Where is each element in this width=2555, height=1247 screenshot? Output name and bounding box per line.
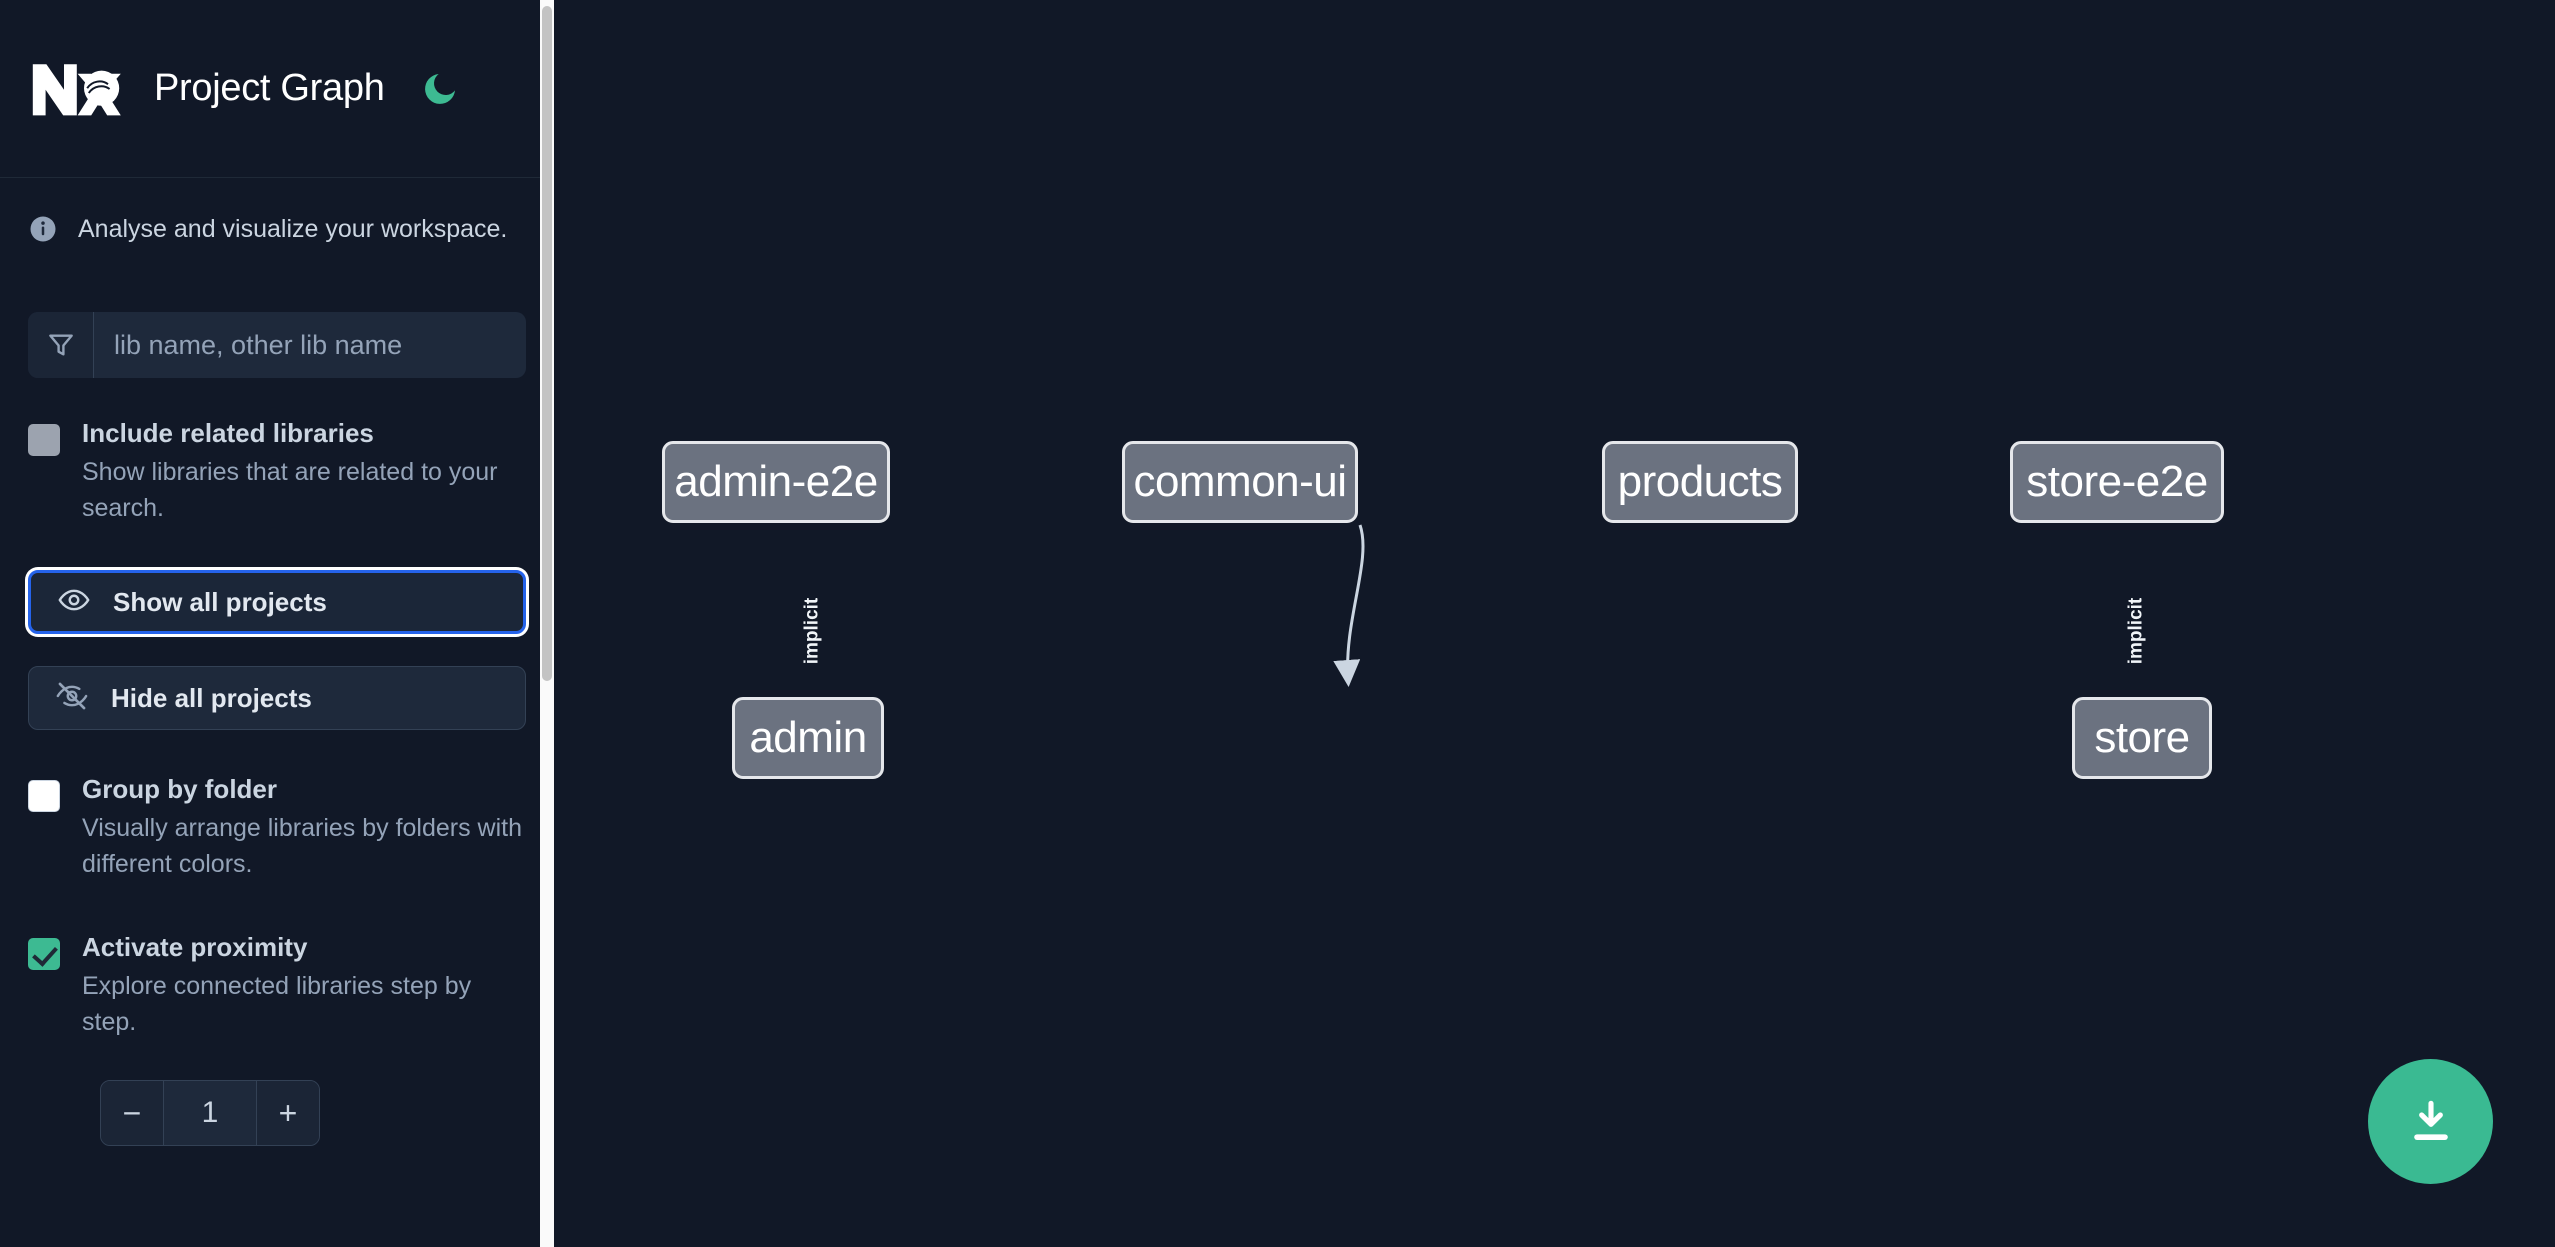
checkbox-include-related-libraries[interactable]	[28, 424, 60, 456]
graph-node-products[interactable]: products	[1602, 441, 1798, 523]
filter-field[interactable]	[28, 312, 526, 378]
hide-all-projects-label: Hide all projects	[111, 682, 312, 713]
workspace-blurb: Analyse and visualize your workspace.	[28, 178, 526, 274]
graph-edges	[1333, 524, 1365, 687]
checkbox-activate-proximity[interactable]	[28, 938, 60, 971]
sidebar-header: Project Graph	[0, 0, 554, 178]
option-activate-proximity[interactable]: Activate proximity Explore connected lib…	[28, 930, 526, 1040]
proximity-increment-button[interactable]: +	[256, 1081, 319, 1146]
proximity-stepper[interactable]: − 1 +	[100, 1080, 320, 1147]
nx-logo-icon	[28, 53, 124, 125]
filter-funnel-icon	[28, 312, 94, 378]
graph-node-common-ui[interactable]: common-ui	[1122, 441, 1358, 523]
workspace-blurb-text: Analyse and visualize your workspace.	[78, 214, 508, 243]
eye-off-icon	[55, 679, 89, 718]
option-description: Show libraries that are related to your …	[82, 458, 498, 522]
proximity-value: 1	[201, 1096, 219, 1130]
checkbox-group-by-folder[interactable]	[28, 780, 60, 813]
option-group-by-folder[interactable]: Group by folder Visually arrange librari…	[28, 772, 526, 882]
info-icon	[28, 214, 58, 244]
hide-all-projects-button[interactable]: Hide all projects	[28, 666, 526, 731]
graph-node-store[interactable]: store	[2072, 697, 2212, 779]
app-title: Project Graph	[154, 67, 385, 109]
search-input[interactable]	[94, 312, 526, 378]
show-all-projects-label: Show all projects	[113, 586, 327, 617]
eye-icon	[57, 583, 91, 622]
graph-node-admin[interactable]: admin	[732, 697, 884, 779]
download-button[interactable]	[2368, 1059, 2493, 1184]
edge-label-implicit-admin: implicit	[801, 597, 823, 665]
graph-node-admin-e2e[interactable]: admin-e2e	[662, 441, 890, 523]
sidebar-body: Analyse and visualize your workspace. In…	[0, 178, 554, 1147]
proximity-decrement-button[interactable]: −	[101, 1081, 164, 1146]
download-icon	[2413, 1100, 2448, 1140]
sidebar: Project Graph Analyse and visualize your…	[0, 0, 554, 1247]
edge-label-implicit-store: implicit	[2125, 597, 2147, 665]
option-description: Visually arrange libraries by folders wi…	[82, 814, 523, 878]
option-description: Explore connected libraries step by step…	[82, 972, 472, 1036]
graph-node-store-e2e[interactable]: store-e2e	[2010, 441, 2224, 523]
option-include-related-libraries[interactable]: Include related libraries Show libraries…	[28, 416, 526, 526]
option-title: Activate proximity	[82, 932, 308, 963]
sidebar-scrollbar[interactable]	[540, 0, 554, 1247]
sidebar-scrollbar-thumb[interactable]	[542, 6, 552, 681]
show-all-projects-button[interactable]: Show all projects	[28, 570, 526, 635]
graph-canvas[interactable]: implicit implicit admin-e2e common-ui pr…	[554, 0, 2555, 1247]
option-title: Include related libraries	[82, 418, 374, 448]
option-title: Group by folder	[82, 774, 277, 805]
edge-admin-e2e-to-admin	[1333, 524, 1365, 687]
moon-icon[interactable]	[417, 66, 463, 112]
